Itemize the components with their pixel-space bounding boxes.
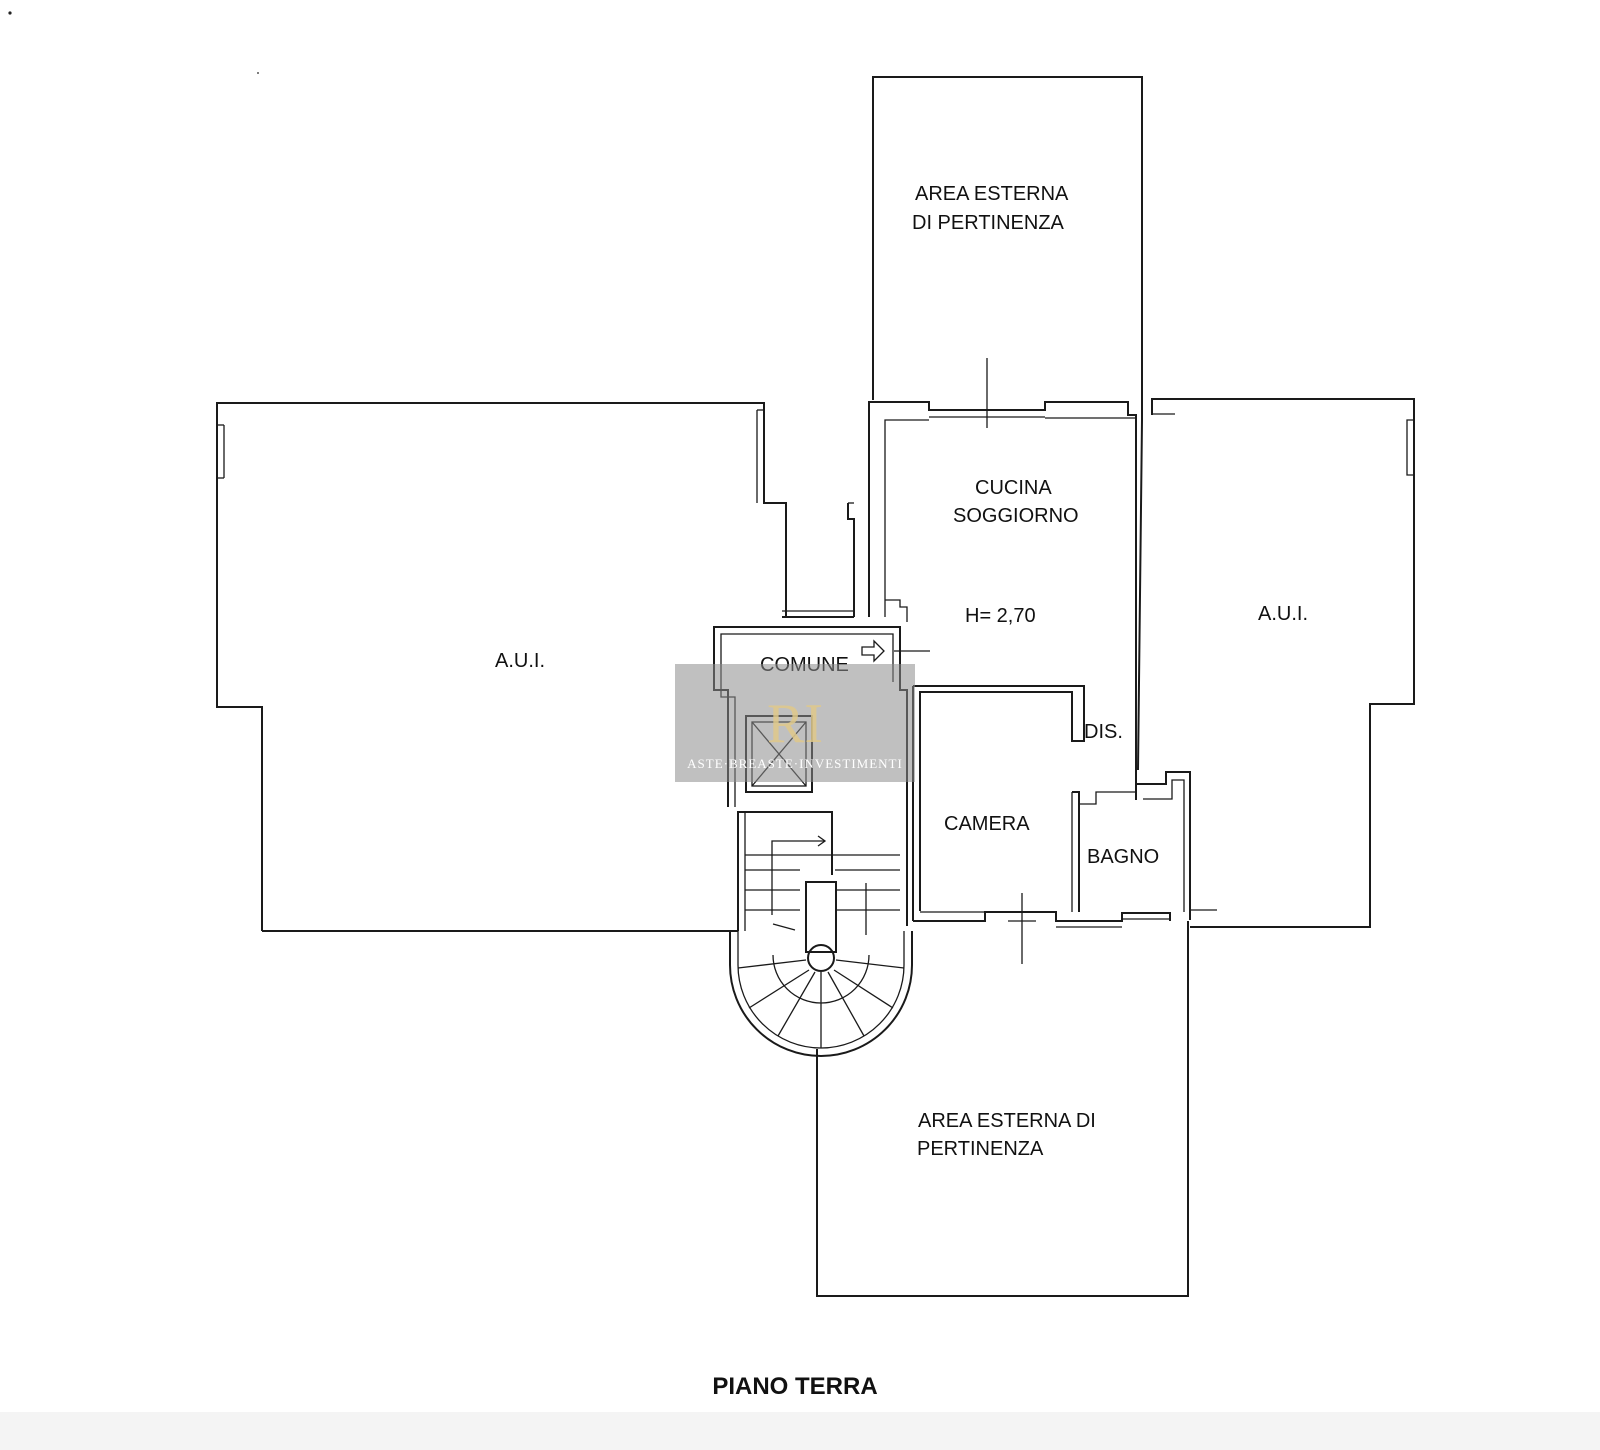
watermark-panel — [675, 664, 915, 782]
area-north-label-2: DI PERTINENZA — [912, 212, 1065, 234]
scan-speck — [8, 11, 12, 15]
aui-west-outline — [216, 402, 787, 932]
bagno-label: BAGNO — [1087, 846, 1159, 868]
aui-west-label: A.U.I. — [495, 650, 545, 672]
watermark: RI ASTE·BREASTE·INVESTIMENTI — [675, 664, 915, 782]
area-north-label-1: AREA ESTERNA — [915, 183, 1069, 205]
scan-bottom-band — [0, 1412, 1600, 1450]
cucina-label-1: CUCINA — [975, 477, 1052, 499]
area-south-label-1: AREA ESTERNA DI — [918, 1110, 1096, 1132]
area-south-label-2: PERTINENZA — [917, 1138, 1044, 1160]
camera-label: CAMERA — [944, 813, 1030, 835]
watermark-text: ASTE·BREASTE·INVESTIMENTI — [687, 756, 903, 771]
aui-east-outline — [1151, 398, 1415, 928]
area-north-outline — [872, 76, 1143, 771]
aui-east-label: A.U.I. — [1258, 603, 1308, 625]
area-south-outline — [816, 921, 1189, 1297]
room-height-label: H= 2,70 — [965, 605, 1036, 627]
dis-label: DIS. — [1084, 721, 1123, 743]
apartment-walls — [782, 358, 1191, 964]
watermark-logo: RI — [767, 693, 823, 755]
cucina-label-2: SOGGIORNO — [953, 505, 1079, 527]
scan-speck — [257, 72, 259, 74]
plan-title: PIANO TERRA — [712, 1373, 877, 1400]
